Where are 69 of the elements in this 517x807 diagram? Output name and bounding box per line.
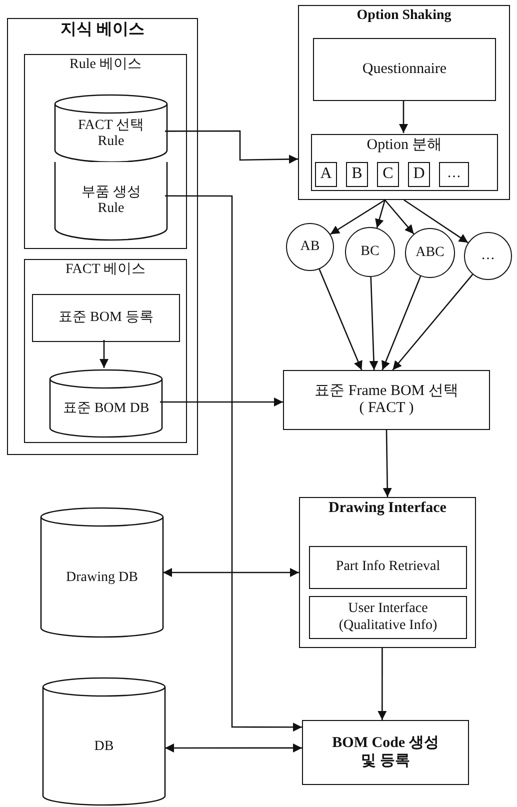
group-box bbox=[311, 134, 498, 191]
process-box bbox=[283, 370, 490, 430]
database-cylinder-lower bbox=[55, 162, 167, 240]
option-circle bbox=[286, 223, 334, 271]
process-box bbox=[313, 38, 496, 101]
node-label: BC bbox=[360, 244, 380, 260]
arrow bbox=[318, 268, 362, 370]
arrow bbox=[165, 130, 298, 164]
node-label: User Interface (Qualitative Info) bbox=[338, 601, 438, 634]
group-title: Option 분해 bbox=[366, 137, 442, 154]
option-circle bbox=[464, 232, 512, 280]
group-box bbox=[298, 5, 510, 200]
group-box bbox=[7, 18, 198, 455]
node-label: … bbox=[447, 166, 461, 183]
arrow bbox=[384, 200, 414, 234]
process-box bbox=[309, 596, 467, 639]
database-cylinder bbox=[41, 508, 163, 637]
node-label: 부품 생성 Rule bbox=[80, 184, 142, 218]
group-title: Rule 베이스 bbox=[70, 57, 142, 74]
process-box bbox=[377, 162, 399, 187]
node-label: 표준 BOM 등록 bbox=[58, 310, 154, 326]
node-label: 표준 BOM DB bbox=[62, 401, 150, 418]
arrow bbox=[369, 276, 378, 370]
node-label: FACT 선택 Rule bbox=[77, 118, 145, 150]
node-label: ABC bbox=[416, 244, 444, 262]
node-label: Part Info Retrieval bbox=[336, 559, 440, 576]
arrow bbox=[160, 397, 283, 406]
process-box bbox=[309, 546, 467, 589]
node-label: D bbox=[413, 165, 425, 184]
database-cylinder bbox=[50, 370, 162, 437]
arrow bbox=[330, 199, 386, 235]
node-label: C bbox=[382, 165, 394, 184]
arrow bbox=[404, 199, 468, 244]
database-cylinder bbox=[43, 678, 165, 805]
arrow bbox=[163, 568, 299, 577]
node-label: AB bbox=[300, 238, 320, 256]
arrow bbox=[165, 195, 302, 732]
database-cylinder-upper bbox=[55, 95, 167, 162]
process-box bbox=[302, 720, 469, 785]
arrow bbox=[378, 648, 387, 720]
node-label: B bbox=[352, 165, 362, 184]
process-box bbox=[408, 162, 430, 187]
process-box bbox=[32, 294, 180, 342]
process-box bbox=[439, 162, 469, 187]
group-title: Option Shaking bbox=[356, 8, 452, 24]
option-circle bbox=[405, 228, 455, 278]
group-title: Drawing Interface bbox=[328, 500, 446, 518]
arrow bbox=[399, 100, 408, 133]
arrow bbox=[165, 743, 302, 752]
node-label: A bbox=[320, 165, 332, 184]
node-label: Drawing DB bbox=[66, 570, 138, 586]
node-label: BOM Code 생성 및 등록 bbox=[331, 735, 440, 770]
group-title: 지식 베이스 bbox=[60, 21, 144, 40]
arrow bbox=[375, 200, 386, 228]
process-box bbox=[315, 162, 337, 187]
group-box bbox=[299, 497, 476, 648]
node-label: DB bbox=[94, 739, 114, 756]
arrow bbox=[392, 274, 474, 370]
process-box bbox=[346, 162, 368, 187]
option-circle bbox=[345, 227, 395, 277]
group-title: FACT 베이스 bbox=[66, 262, 146, 278]
arrow bbox=[382, 276, 422, 370]
group-box bbox=[24, 259, 187, 443]
arrow bbox=[382, 430, 392, 497]
node-label: … bbox=[481, 248, 495, 264]
arrow bbox=[100, 340, 108, 368]
group-box bbox=[24, 54, 187, 249]
node-label: Questionnaire bbox=[362, 60, 447, 78]
node-label: 표준 Frame BOM 선택 ( FACT ) bbox=[314, 382, 460, 418]
